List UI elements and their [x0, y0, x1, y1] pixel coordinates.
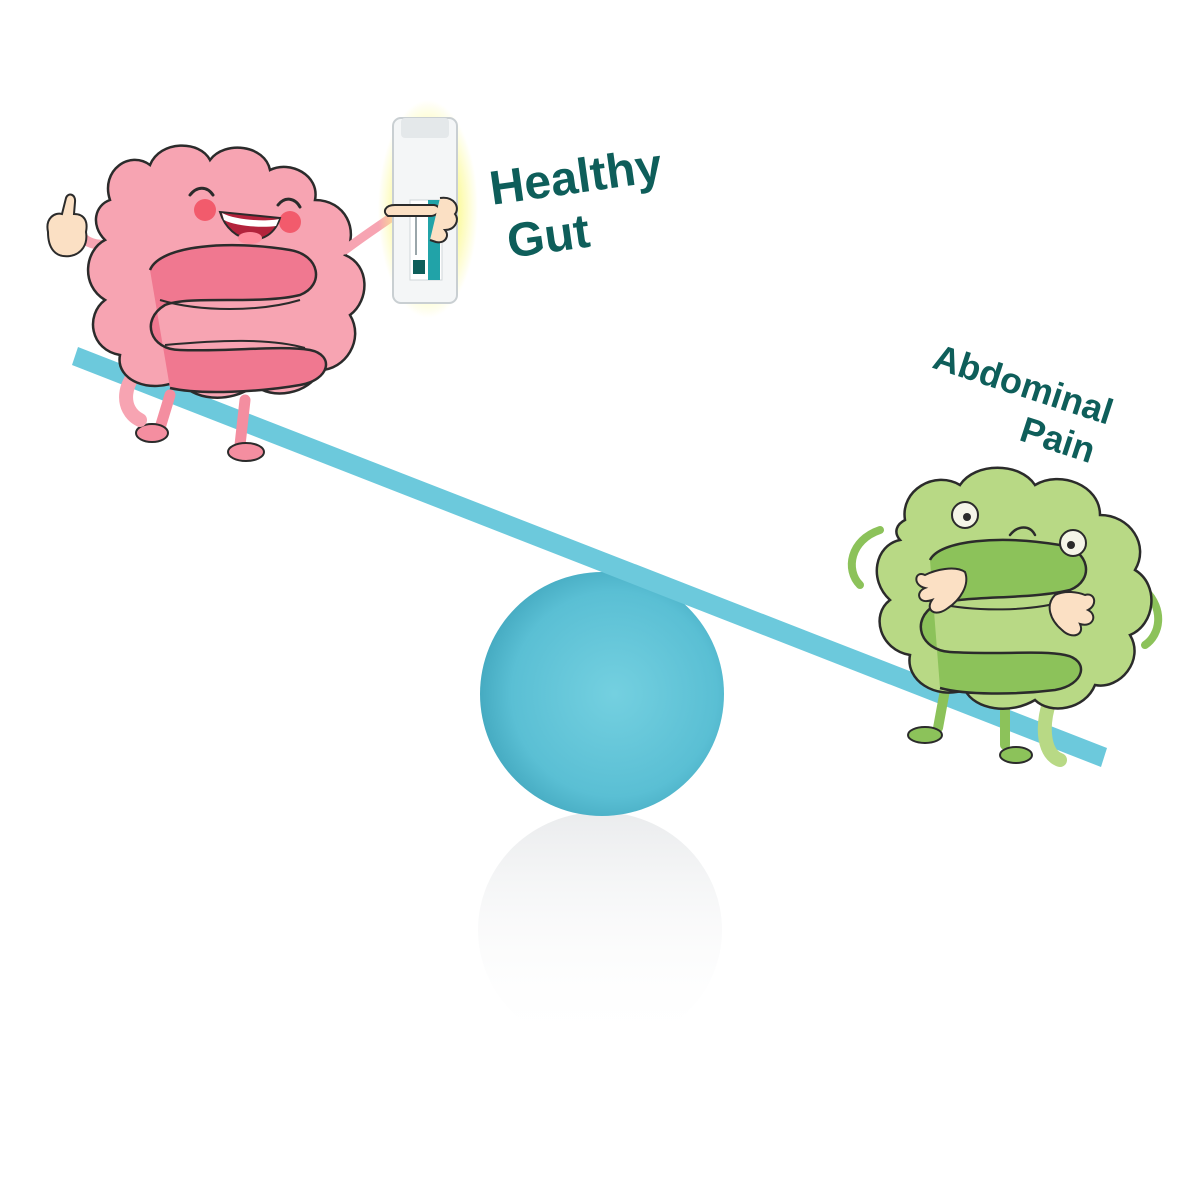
- probiotic-vial-icon: [378, 100, 478, 318]
- healthy-gut-label: Healthy Gut: [486, 139, 665, 269]
- abdominal-pain-line1: Abdominal: [929, 336, 1119, 432]
- happy-intestine-icon: [46, 144, 400, 462]
- healthy-gut-line1: Healthy: [486, 139, 665, 216]
- ball-reflection: [478, 812, 722, 1048]
- sad-intestine-icon: [847, 466, 1163, 767]
- healthy-gut-line2: Gut: [504, 205, 593, 269]
- seesaw-ball: [480, 572, 724, 816]
- seesaw-plank: [72, 347, 1107, 767]
- abdominal-pain-label: Abdominal Pain: [929, 336, 1119, 471]
